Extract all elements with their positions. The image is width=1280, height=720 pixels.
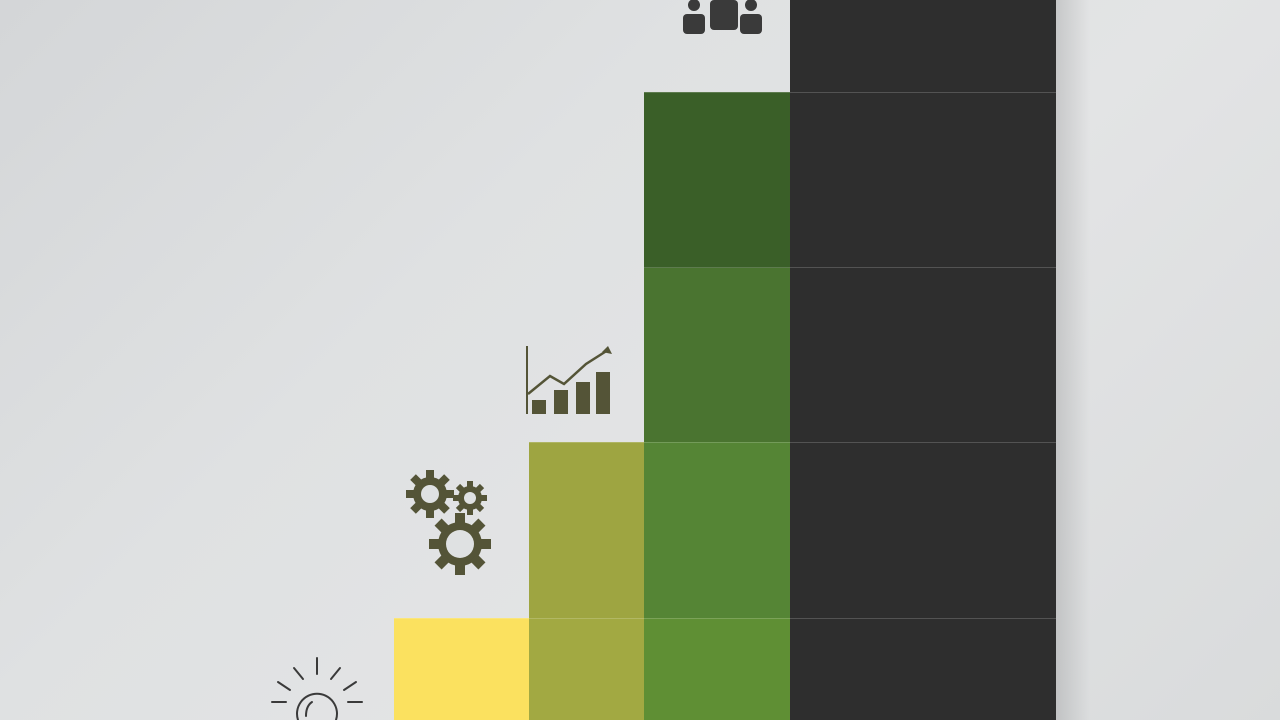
step-growth-block-middle [644, 442, 790, 618]
seam-line [529, 442, 1056, 443]
column-shadow [1056, 0, 1090, 720]
step-idea-block [394, 618, 529, 720]
growth-chart-icon [526, 346, 612, 414]
step-growth-block-lower [644, 618, 790, 720]
step-top-column [790, 0, 1056, 720]
seam-line [644, 267, 1056, 268]
step-team-block [644, 92, 790, 268]
people-icon [683, 0, 762, 34]
seam-line [394, 618, 1056, 619]
step-process-block-upper [529, 442, 644, 618]
gears-icon [406, 470, 491, 575]
lightbulb-icon [271, 657, 363, 720]
step-growth-block-upper [644, 268, 790, 442]
step-process-block-lower [529, 618, 644, 720]
seam-line [644, 92, 1056, 93]
